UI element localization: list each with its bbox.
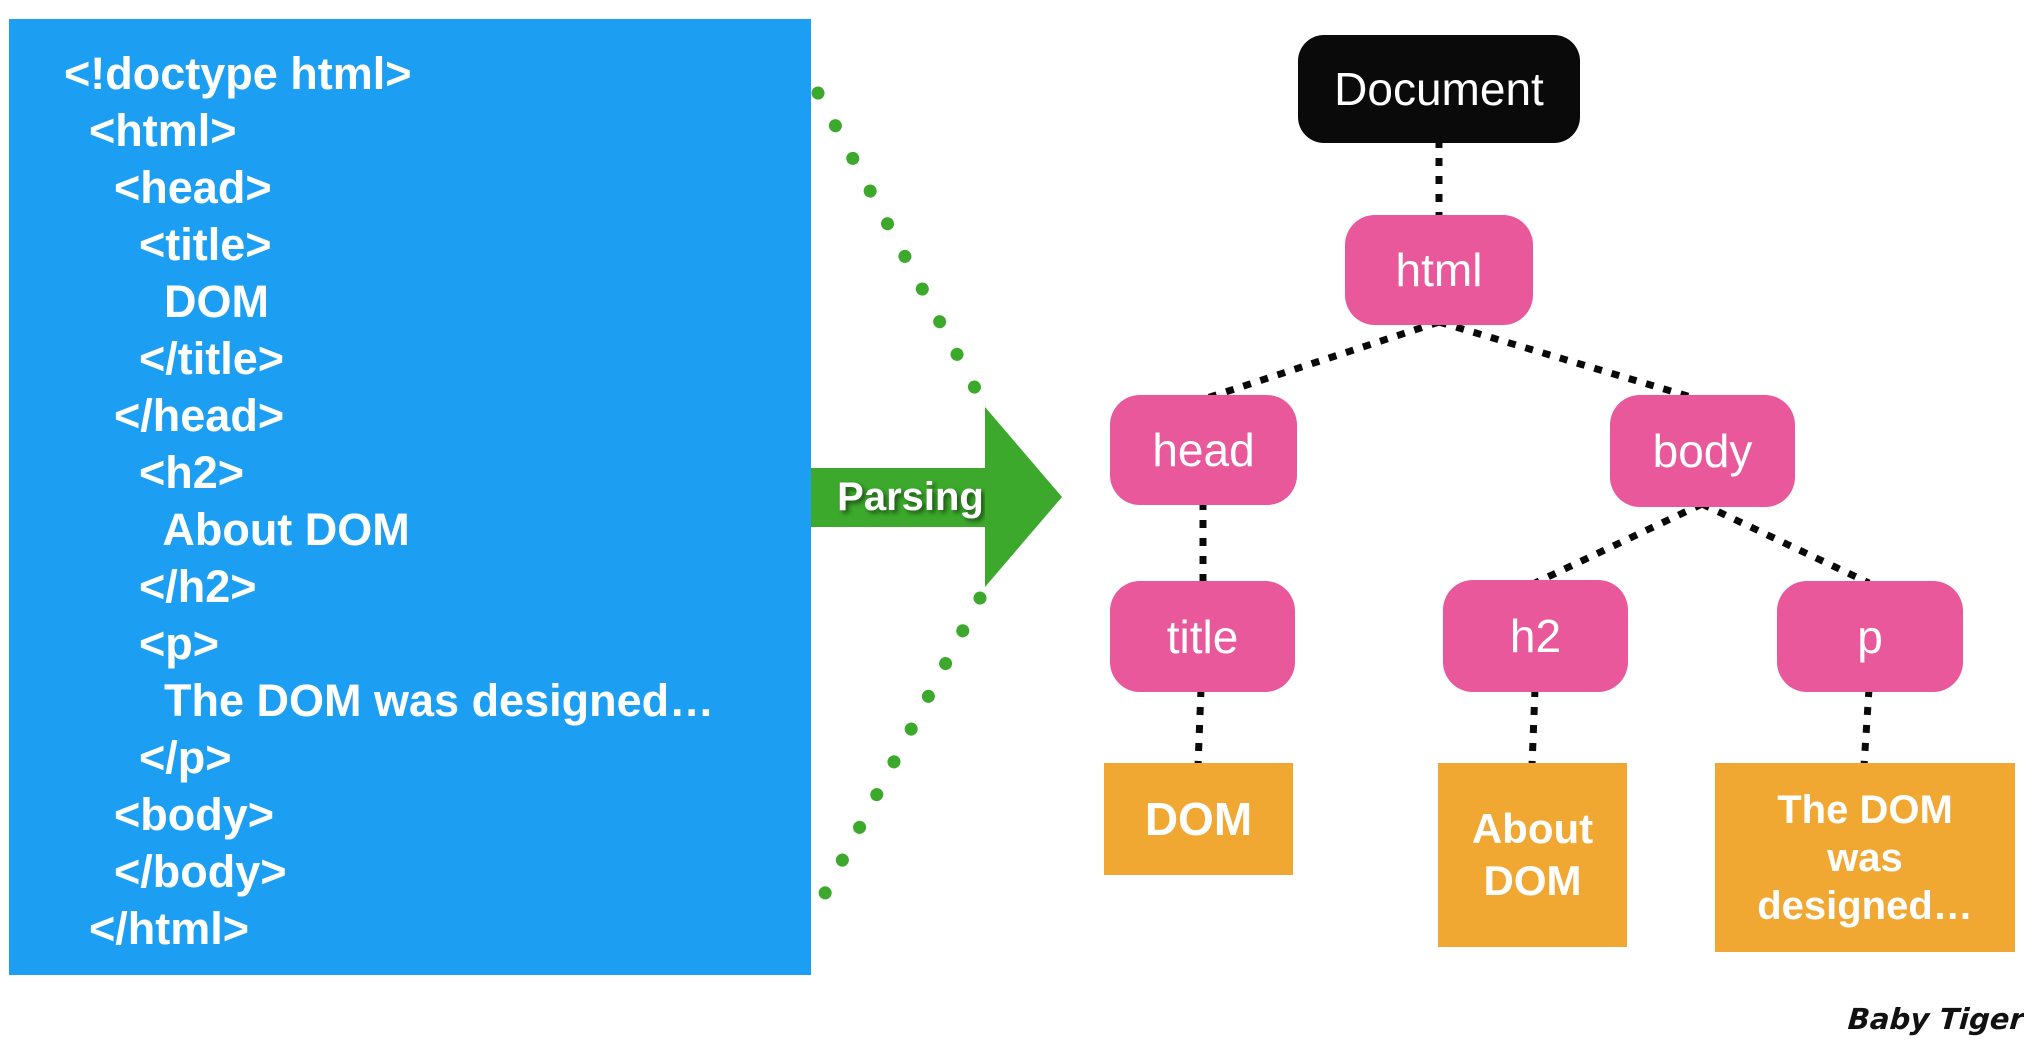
link-body-p (1700, 500, 1871, 587)
tree-leaf-dom-text: DOM (1104, 763, 1293, 875)
code-line: DOM (64, 276, 270, 327)
tree-node-body: body (1610, 395, 1795, 507)
link-html-head (1199, 318, 1441, 404)
tree-leaf-designed-text: The DOM was designed… (1715, 763, 2015, 952)
parsing-arrow: Parsing (811, 468, 986, 527)
tree-node-title: title (1110, 581, 1295, 692)
tree-node-html: html (1345, 215, 1533, 325)
code-line: </head> (64, 390, 285, 441)
code-line: <!doctype html> (64, 48, 412, 99)
link-html-body (1438, 318, 1702, 404)
link-body-h2 (1533, 500, 1704, 587)
code-line: </p> (64, 732, 232, 783)
parsing-arrow-head-icon (985, 407, 1062, 587)
tree-node-h2: h2 (1443, 580, 1628, 692)
parsing-arrow-label: Parsing (837, 475, 984, 519)
code-line: <body> (64, 789, 275, 840)
link-title-dom (1194, 688, 1205, 767)
link-p-designed (1860, 688, 1873, 767)
green-dotted-line-top (811, 86, 983, 397)
code-line: </html> (64, 903, 250, 954)
code-line: <p> (64, 618, 220, 669)
code-line: About DOM (64, 504, 410, 555)
code-line: <html> (64, 105, 237, 156)
html-source-panel: <!doctype html> <html> <head> <title> DO… (9, 19, 811, 975)
author-signature: Baby Tiger (1846, 1002, 2024, 1036)
tree-leaf-about-dom-text: About DOM (1438, 763, 1627, 947)
code-line: <head> (64, 162, 272, 213)
tree-node-head: head (1110, 395, 1297, 505)
tree-node-document: Document (1298, 35, 1580, 143)
code-line: <h2> (64, 447, 245, 498)
link-h2-about (1528, 688, 1539, 767)
code-line: <title> (64, 219, 272, 270)
code-line: The DOM was designed… (64, 675, 715, 726)
code-line: </h2> (64, 561, 257, 612)
code-line: </title> (64, 333, 285, 384)
tree-node-p: p (1777, 581, 1963, 692)
green-dotted-line-bottom (816, 591, 987, 904)
code-lines: <!doctype html> <html> <head> <title> DO… (64, 45, 811, 957)
code-line: </body> (64, 846, 287, 897)
